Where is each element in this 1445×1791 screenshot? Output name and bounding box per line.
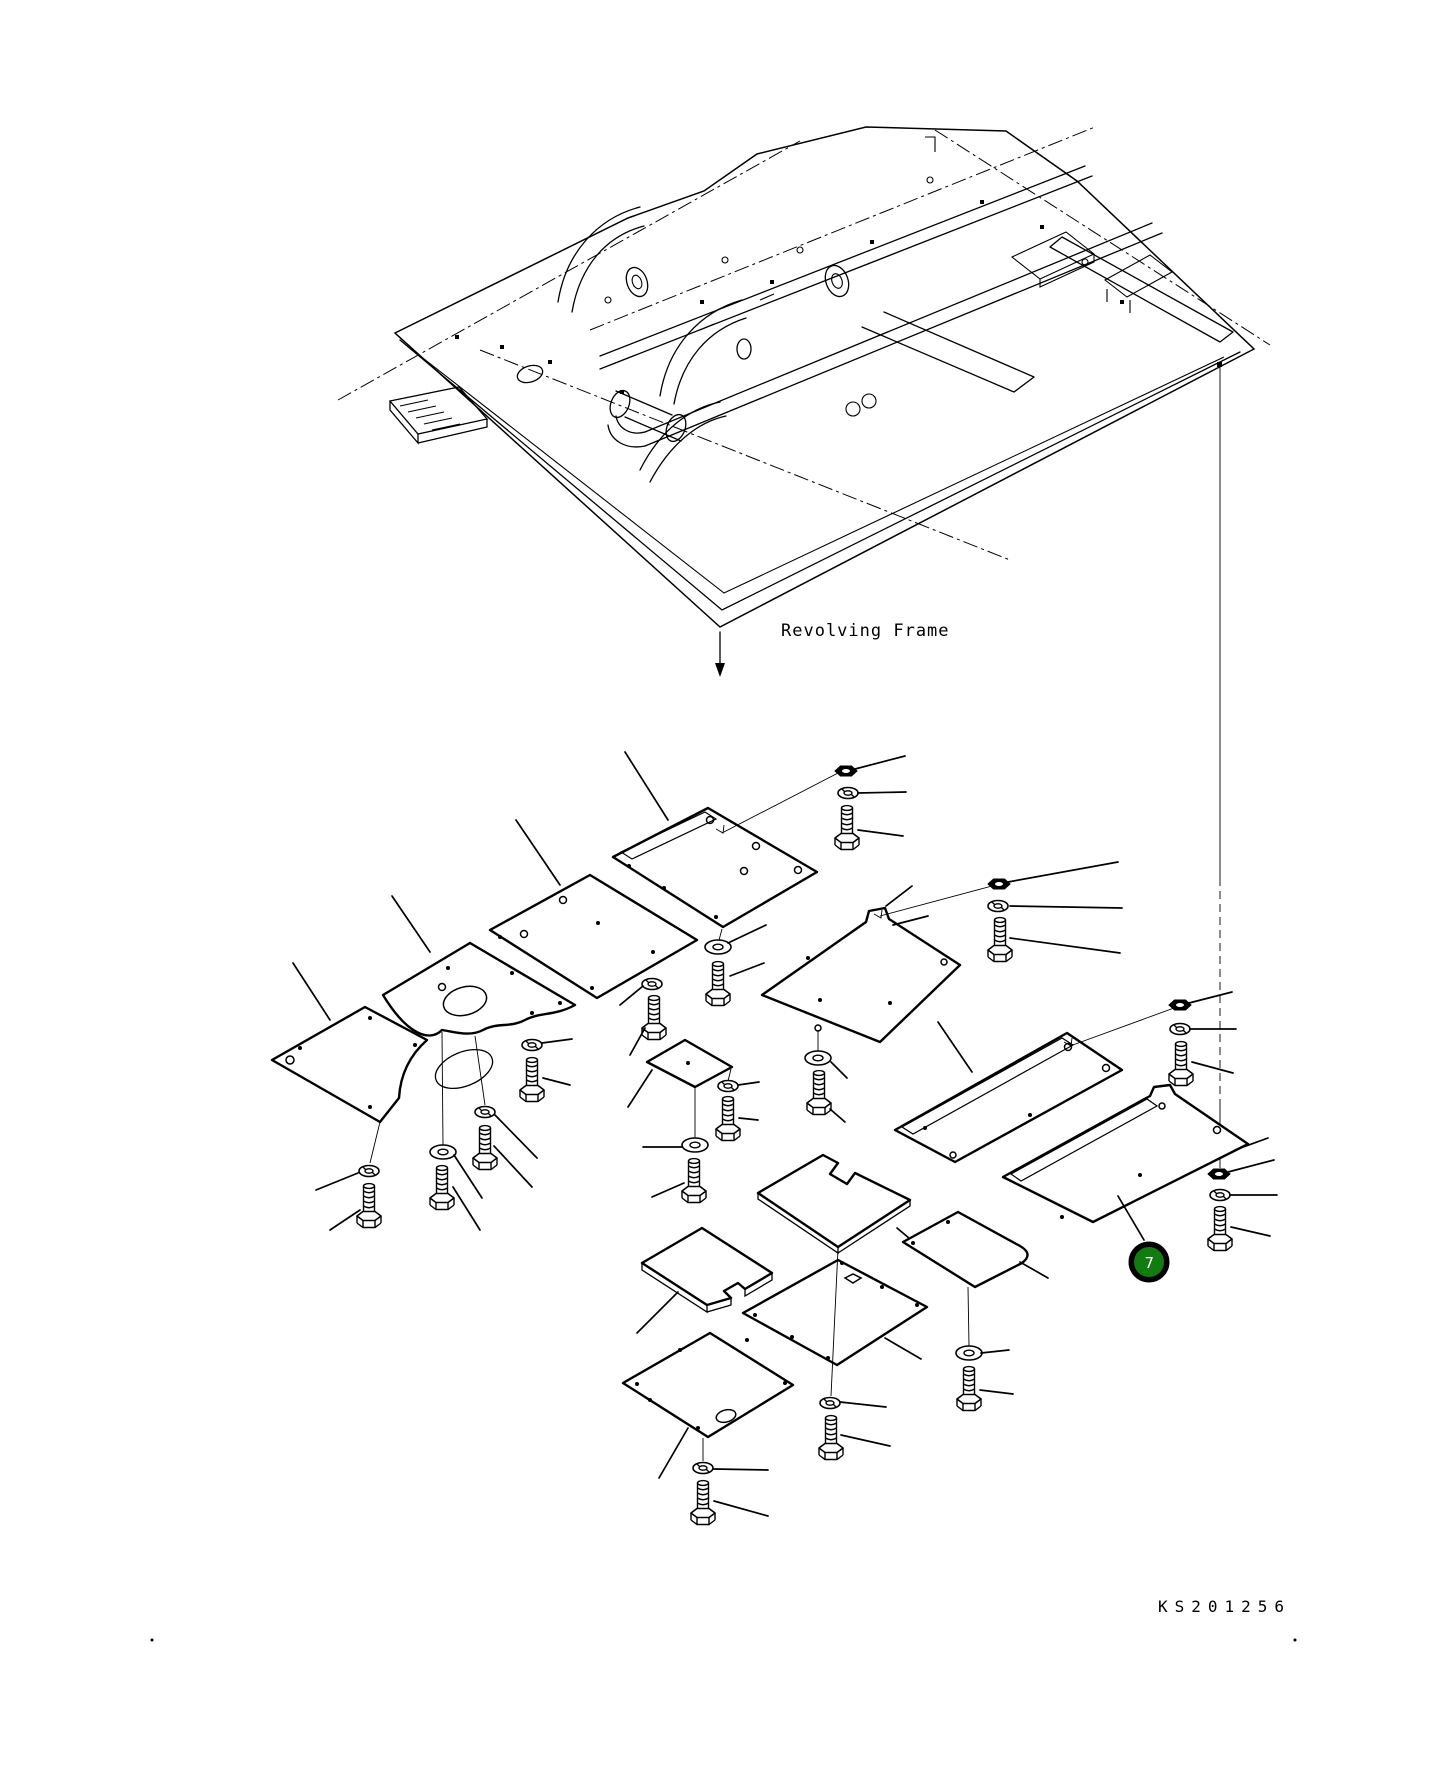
alignment-lines bbox=[369, 771, 1175, 1461]
bolt bbox=[1207, 1205, 1233, 1252]
spring-washer bbox=[987, 899, 1009, 913]
spring-washer bbox=[474, 1105, 496, 1119]
frame-hole-marks bbox=[455, 176, 1124, 394]
cover-plate bbox=[270, 962, 429, 1124]
spring-washer bbox=[521, 1038, 543, 1052]
part-callout-7[interactable]: 7 bbox=[1117, 1195, 1170, 1283]
cover-plate bbox=[611, 751, 819, 929]
callout-number: 7 bbox=[1145, 1254, 1155, 1272]
nut bbox=[1168, 999, 1192, 1011]
bolt bbox=[681, 1157, 707, 1204]
cover-plate bbox=[627, 1038, 734, 1108]
spring-washer bbox=[641, 977, 663, 991]
page-mark bbox=[1293, 1638, 1297, 1642]
spring-washer bbox=[819, 1396, 841, 1410]
frame-label: Revolving Frame bbox=[781, 621, 950, 641]
bolt bbox=[356, 1182, 382, 1229]
bolt bbox=[519, 1056, 545, 1103]
grommet-ellipse bbox=[434, 1048, 494, 1090]
bolt bbox=[806, 1069, 832, 1116]
cover-plate bbox=[760, 885, 962, 1044]
bolt bbox=[705, 960, 731, 1007]
spring-washer bbox=[717, 1079, 739, 1093]
bolt bbox=[956, 1365, 982, 1412]
callout-ring[interactable] bbox=[1128, 1241, 1170, 1283]
cover-plate bbox=[901, 1210, 1049, 1289]
spring-washer bbox=[358, 1164, 380, 1178]
bolt bbox=[818, 1414, 844, 1461]
bolt bbox=[472, 1124, 498, 1171]
cover-plate bbox=[381, 895, 577, 1090]
bolt bbox=[834, 804, 860, 851]
callout-fill[interactable] bbox=[1134, 1247, 1164, 1277]
cover-plate bbox=[636, 1226, 774, 1334]
cover-plate bbox=[488, 819, 699, 1000]
cover-plate bbox=[621, 1331, 795, 1479]
cover-plate-part-7 bbox=[1001, 1083, 1269, 1224]
bolt bbox=[641, 994, 667, 1041]
flat-washer bbox=[681, 1137, 709, 1153]
spring-washer bbox=[1169, 1022, 1191, 1036]
bolt bbox=[429, 1164, 455, 1211]
bolt bbox=[1168, 1040, 1194, 1087]
flat-washer bbox=[804, 1050, 832, 1066]
exploded-cover-plates bbox=[270, 751, 1269, 1479]
spring-washer bbox=[837, 786, 859, 800]
bolt bbox=[987, 916, 1013, 963]
nut bbox=[834, 765, 858, 777]
frame-to-bolt-leader-line bbox=[1217, 362, 1222, 1168]
spring-washer bbox=[1209, 1188, 1231, 1202]
page-mark bbox=[150, 1638, 154, 1642]
nut bbox=[987, 878, 1011, 890]
revolving-frame-drawing: Revolving Frame bbox=[337, 126, 1271, 1168]
bolt bbox=[690, 1479, 716, 1526]
cover-plate bbox=[756, 1153, 923, 1255]
flat-washer bbox=[429, 1144, 457, 1160]
cover-plate bbox=[893, 1021, 1124, 1164]
flat-washer bbox=[955, 1345, 983, 1361]
flat-washer bbox=[704, 939, 732, 955]
fasteners bbox=[315, 755, 1278, 1526]
drawing-code: KS201256 bbox=[1158, 1597, 1291, 1616]
spring-washer bbox=[692, 1461, 714, 1475]
nut bbox=[1207, 1168, 1231, 1180]
bolt bbox=[715, 1095, 741, 1142]
corner-arrow-icon bbox=[715, 631, 725, 677]
